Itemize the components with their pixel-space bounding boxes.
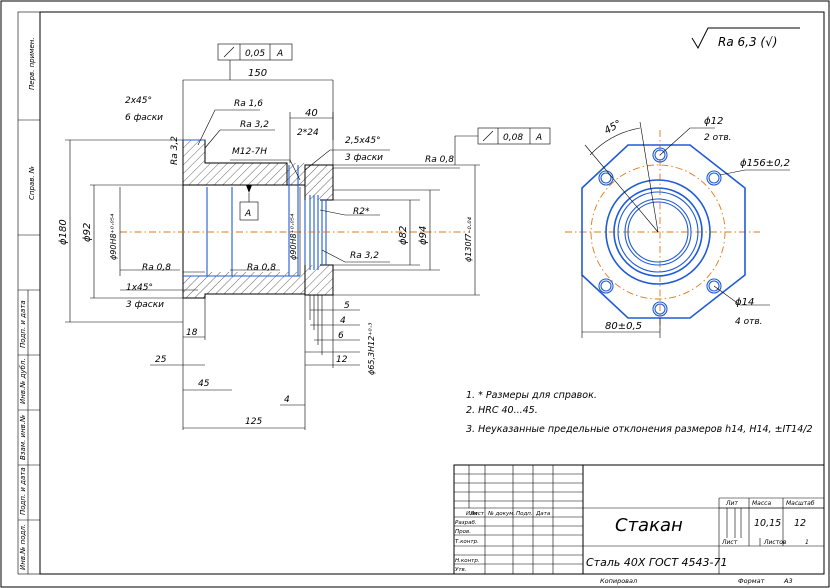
dim-6: 6 — [338, 331, 344, 341]
tol1-datum: A — [276, 49, 283, 59]
part-name: Стакан — [615, 515, 683, 536]
ra-mark-2: Ra 3,2 — [170, 136, 180, 165]
datum-label: A — [244, 209, 251, 219]
ra-mark-1: Ra 3,2 — [240, 120, 269, 130]
ra-mark-6: Ra 3,2 — [350, 251, 379, 261]
dim-angle45: 45° — [603, 118, 624, 136]
side-label-2: Подп. и дата — [19, 300, 27, 348]
side-label-5: Подп. и дата — [19, 467, 27, 515]
tb-col-lit: Лит — [725, 500, 738, 507]
tb-role-4: Н.контр. — [455, 558, 480, 564]
front-view: 45° ϕ12 2 отв. ϕ156±0,2 ϕ14 4 отв. 80±0,… — [565, 116, 790, 338]
tb-copied: Копировал — [600, 577, 637, 585]
dim-hole12: ϕ12 — [704, 116, 723, 127]
tb-col-mass: Масса — [752, 500, 771, 507]
dim-125: 125 — [245, 417, 262, 427]
dim-hole12-count: 2 отв. — [704, 133, 732, 143]
tol2-datum: A — [535, 133, 542, 143]
dim-2x24: 2*24 — [297, 128, 319, 138]
dim-r2: R2* — [353, 207, 370, 217]
ra-mark-3: Ra 0,8 — [142, 263, 171, 273]
dim-4b: 4 — [340, 316, 346, 326]
dim-45: 45 — [198, 379, 210, 389]
ra-mark-0: Ra 1,6 — [234, 99, 263, 109]
material: Сталь 40Х ГОСТ 4543-71 — [586, 556, 728, 569]
dim-25: 25 — [155, 355, 167, 365]
dim-12: 12 — [336, 355, 348, 365]
dim-d90h8: ϕ90H8⁺⁰·⁰⁵⁴ — [109, 213, 118, 260]
section-annotations: 0,05 A 0,08 A A 150 40 2*24 2x45° 6 фаск… — [58, 49, 542, 427]
tb-row-podp: Подп. — [516, 511, 533, 517]
tb-row-list: Лист — [469, 511, 485, 517]
tb-scale: 12 — [794, 518, 806, 529]
tb-row-izm: Изм — [466, 511, 477, 517]
dim-3faski-a: 3 фаски — [345, 153, 383, 163]
tb-row-dokum: № докум. — [487, 511, 515, 517]
dim-1x45: 1x45° — [126, 283, 153, 293]
ra-mark-4: Ra 0,8 — [247, 263, 276, 273]
dim-40: 40 — [305, 108, 318, 119]
tol-frame-1 — [217, 43, 293, 61]
dim-d130f7: ϕ130f7₋₀.₀₄ — [464, 216, 473, 262]
dim-thread: M12-7H — [232, 147, 267, 157]
dim-hole14-count: 4 отв. — [735, 317, 763, 327]
tb-col-scale: Масштаб — [786, 500, 815, 507]
dim-3faski-b: 3 фаски — [126, 300, 164, 310]
dim-d90h8-b: ϕ90H8⁺⁰·⁰⁵⁴ — [289, 213, 298, 260]
dim-5: 5 — [344, 301, 350, 311]
tb-format-label: Формат — [738, 577, 765, 585]
section-view — [65, 43, 551, 430]
tb-role-1: Пров. — [455, 529, 471, 535]
tb-sheets: Листов — [763, 539, 787, 546]
side-label-0: Перв. примен. — [28, 37, 36, 90]
tb-sheet: Лист — [721, 539, 738, 546]
note-1: 1. * Размеры для справок. — [466, 390, 597, 401]
dim-d65h12: ϕ65,3H12⁺⁰·³ — [367, 323, 376, 375]
dim-bolt-circle: ϕ156±0,2 — [740, 158, 790, 169]
side-label-4: Взам. инв.№ — [19, 415, 27, 460]
tb-role-2: Т.контр. — [455, 539, 479, 545]
tb-row-data: Дата — [535, 511, 551, 517]
general-roughness: Ra 6,3 (√) — [691, 27, 800, 50]
dim-80: 80±0,5 — [605, 321, 642, 332]
dim-4a: 4 — [284, 395, 290, 405]
left-strip: Перв. примен. Справ. № Подп. и дата Инв.… — [17, 11, 41, 575]
tb-sheets-count: 1 — [805, 539, 809, 546]
dim-d92: ϕ92 — [82, 223, 93, 242]
dim-d180: ϕ180 — [58, 219, 69, 245]
technical-notes: 1. * Размеры для справок. 2. HRC 40...45… — [466, 390, 813, 435]
dim-25x45: 2,5x45° — [345, 136, 381, 146]
dim-150: 150 — [248, 68, 267, 79]
side-label-1: Справ. № — [28, 166, 36, 200]
dim-hole14: ϕ14 — [735, 297, 754, 308]
tol2-value: 0,08 — [503, 133, 523, 143]
note-3: 3. Неуказанные предельные отклонения раз… — [466, 424, 813, 435]
tol1-value: 0,05 — [245, 49, 265, 59]
side-label-6: Инв.№ подл. — [19, 524, 27, 570]
tb-format: А3 — [783, 577, 793, 585]
side-label-3: Инв.№ дубл. — [19, 358, 27, 404]
tb-role-0: Разраб. — [455, 520, 477, 526]
dim-d94: ϕ94 — [418, 226, 429, 245]
note-2: 2. HRC 40...45. — [466, 405, 538, 416]
tb-mass: 10,15 — [754, 518, 781, 529]
title-block: Изм Лист № докум. Подп. Дата Разраб. Про… — [453, 464, 825, 585]
dim-2x45: 2x45° — [125, 96, 152, 106]
dim-18: 18 — [186, 328, 198, 338]
dim-d82: ϕ82 — [398, 226, 409, 245]
inner-frame — [39, 11, 825, 575]
ra-mark-5: Ra 0,8 — [425, 155, 454, 165]
general-roughness-text: Ra 6,3 (√) — [718, 35, 777, 49]
tb-role-5: Утв. — [455, 567, 467, 573]
dim-6faski: 6 фаски — [125, 113, 163, 123]
